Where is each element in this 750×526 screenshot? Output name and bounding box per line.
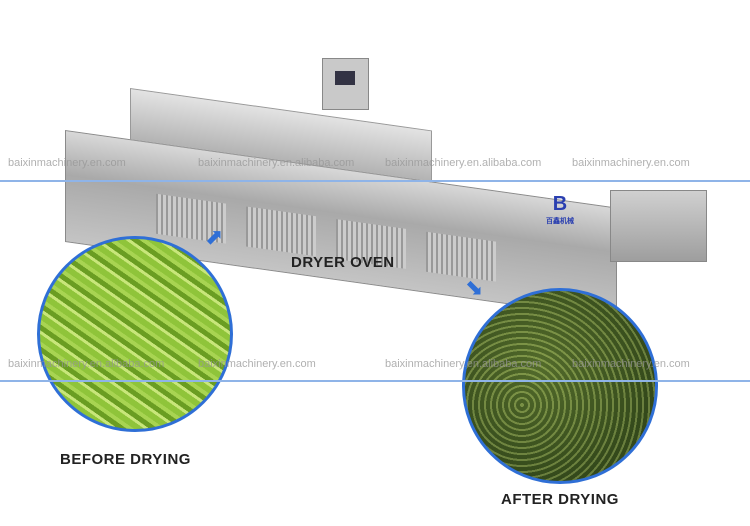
watermark: baixinmachinery.en.com [572,157,690,169]
watermark: baixinmachinery.en.alibaba.com [8,358,165,370]
watermark: baixinmachinery.en.alibaba.com [385,157,542,169]
divider-line [0,180,750,182]
after-drying-label: AFTER DRYING [501,491,619,508]
conveyor-outlet [610,190,707,262]
arrow-up-icon: ⬈ [205,224,224,249]
watermark: baixinmachinery.en.alibaba.com [198,157,355,169]
dryer-oven-label: DRYER OVEN [291,254,395,271]
after-drying-photo [462,288,658,484]
watermark: baixinmachinery.en.com [198,358,316,370]
before-drying-label: BEFORE DRYING [60,451,191,468]
control-panel [322,58,369,110]
watermark: baixinmachinery.en.com [572,358,690,370]
watermark: baixinmachinery.en.com [8,157,126,169]
arrow-down-icon: ⬊ [465,275,484,300]
watermark: baixinmachinery.en.alibaba.com [385,358,542,370]
divider-line [0,380,750,382]
before-drying-photo [37,236,233,432]
